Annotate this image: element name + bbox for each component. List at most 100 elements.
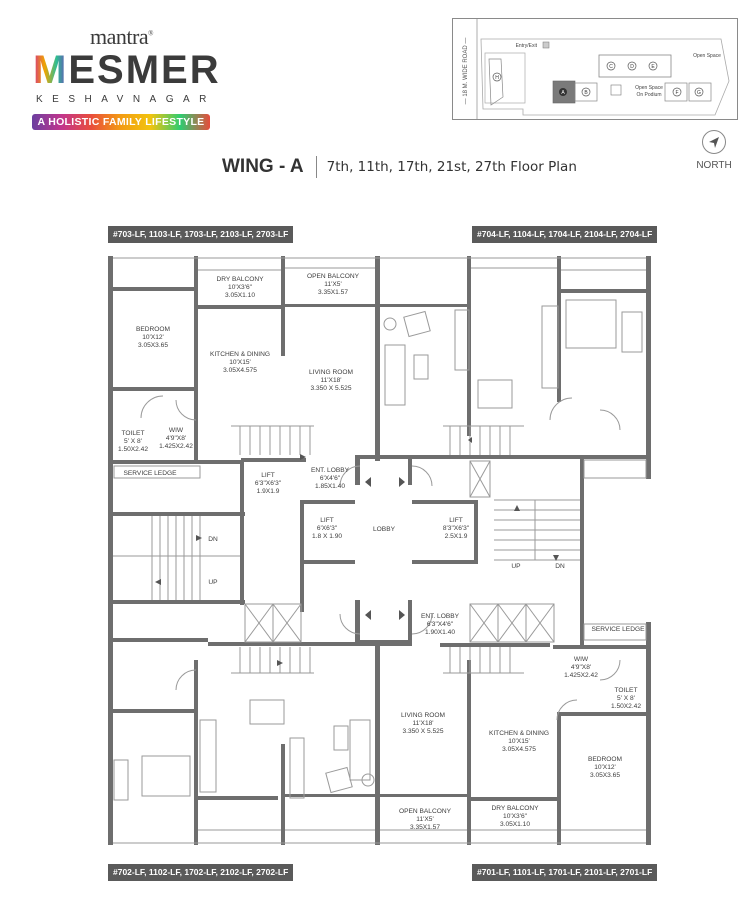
direction-arrows: [155, 437, 559, 666]
unit-tag-bottom-left: #702-LF, 1102-LF, 1702-LF, 2102-LF, 2702…: [108, 864, 294, 881]
svg-text:E: E: [651, 64, 655, 70]
svg-text:Open Space: Open Space: [693, 53, 721, 59]
unit-tag-bottom-right: #701-LF, 1101-LF, 1701-LF, 2101-LF, 2701…: [472, 864, 658, 881]
brand-tagline: A HOLISTIC FAMILY LIFESTYLE: [32, 114, 210, 130]
svg-text:BEDROOM: BEDROOM: [588, 756, 622, 763]
room-br-dry-balcony: DRY BALCONY 10'X3'6" 3.05X1.10: [491, 805, 539, 828]
svg-text:10'X3'6": 10'X3'6": [503, 813, 528, 820]
stair-right: [494, 499, 580, 561]
compass-label: NORTH: [696, 160, 732, 171]
svg-text:3.05X4.575: 3.05X4.575: [502, 746, 536, 753]
svg-text:4'9"X8': 4'9"X8': [166, 435, 186, 442]
svg-text:ENT. LOBBY: ENT. LOBBY: [311, 467, 350, 474]
svg-text:5' X 8': 5' X 8': [617, 695, 635, 702]
svg-text:WIW: WIW: [169, 427, 184, 434]
key-plan: — 18 M. WIDE ROAD — H Entry/Exit C D E A…: [452, 18, 738, 120]
svg-text:F: F: [675, 90, 678, 96]
svg-text:1.50X2.42: 1.50X2.42: [118, 446, 148, 453]
svg-text:5' X 8': 5' X 8': [124, 438, 142, 445]
room-br-living: LIVING ROOM 11'X18' 3.350 X 5.525: [401, 712, 445, 735]
svg-text:H: H: [495, 75, 499, 81]
unit-tag-top-left: #703-LF, 1103-LF, 1703-LF, 2103-LF, 2703…: [108, 226, 294, 243]
brand-m-mark: M: [33, 48, 69, 92]
svg-text:DRY BALCONY: DRY BALCONY: [491, 805, 539, 812]
svg-text:3.350 X 5.525: 3.350 X 5.525: [402, 728, 443, 735]
room-ent-lobby-bottom: ENT. LOBBY 6'3"X4'6" 1.90X1.40: [421, 613, 460, 636]
wing-title: WING - A: [222, 156, 304, 177]
svg-text:LIVING ROOM: LIVING ROOM: [309, 369, 353, 376]
svg-text:Open Space: Open Space: [635, 85, 663, 91]
room-lift-1: LIFT 6'3"X6'3" 1.9X1.9: [255, 472, 282, 495]
svg-text:6'X6'3": 6'X6'3": [317, 525, 338, 532]
svg-text:KITCHEN & DINING: KITCHEN & DINING: [210, 351, 270, 358]
room-tl-living: LIVING ROOM 11'X18' 3.350 X 5.525: [309, 369, 353, 392]
floor-plan-title: 7th, 11th, 17th, 21st, 27th Floor Plan: [326, 159, 577, 175]
svg-text:TOILET: TOILET: [615, 687, 638, 694]
room-br-open-balcony: OPEN BALCONY 11'X5' 3.35X1.57: [399, 808, 452, 831]
stair-left-up-label: UP: [208, 579, 218, 586]
unit-tag-top-right: #704-LF, 1104-LF, 1704-LF, 2104-LF, 2704…: [472, 226, 658, 243]
room-br-bedroom: BEDROOM 10'X12' 3.05X3.65: [588, 756, 622, 779]
svg-text:10'X12': 10'X12': [594, 764, 616, 771]
plan-title: WING - A 7th, 11th, 17th, 21st, 27th Flo…: [222, 156, 577, 178]
title-divider: [315, 156, 317, 178]
thin-lines: [113, 257, 647, 844]
svg-text:TOILET: TOILET: [122, 430, 145, 437]
brand-location: KESHAVNAGAR: [36, 94, 216, 105]
room-tl-wiw: WIW 4'9"X8' 1.425X2.42: [159, 427, 193, 450]
svg-text:10'X12': 10'X12': [142, 334, 164, 341]
svg-text:3.05X1.10: 3.05X1.10: [225, 292, 255, 299]
svg-text:11'X5': 11'X5': [416, 816, 433, 823]
svg-text:1.85X1.40: 1.85X1.40: [315, 483, 345, 490]
svg-text:6'3"X4'6": 6'3"X4'6": [427, 621, 454, 628]
svg-text:1.50X2.42: 1.50X2.42: [611, 703, 641, 710]
svg-text:1.9X1.9: 1.9X1.9: [257, 488, 280, 495]
svg-text:KITCHEN & DINING: KITCHEN & DINING: [489, 730, 549, 737]
svg-text:1.90X1.40: 1.90X1.40: [425, 629, 455, 636]
room-tl-bedroom: BEDROOM 10'X12' 3.05X3.65: [136, 326, 170, 349]
room-br-kitchen: KITCHEN & DINING 10'X15' 3.05X4.575: [489, 730, 549, 753]
compass: NORTH: [694, 130, 734, 171]
room-labels: DRY BALCONY 10'X3'6" 3.05X1.10 OPEN BALC…: [118, 273, 645, 831]
svg-text:11'X18': 11'X18': [320, 377, 341, 384]
svg-text:6'X4'6": 6'X4'6": [320, 475, 341, 482]
svg-text:WIW: WIW: [574, 656, 589, 663]
stair-right-up-label: UP: [511, 563, 521, 570]
svg-text:1.8 X 1.90: 1.8 X 1.90: [312, 533, 342, 540]
room-tl-service-ledge: SERVICE LEDGE: [123, 470, 177, 477]
room-lift-3: LIFT 8'3"X6'3" 2.5X1.9: [443, 517, 470, 540]
road-label: — 18 M. WIDE ROAD —: [463, 38, 469, 105]
room-tl-open-balcony: OPEN BALCONY 11'X5' 3.35X1.57: [307, 273, 360, 296]
svg-text:3.35X1.57: 3.35X1.57: [410, 824, 440, 831]
svg-text:8'3"X6'3": 8'3"X6'3": [443, 525, 470, 532]
svg-text:1.425X2.42: 1.425X2.42: [564, 672, 598, 679]
room-lift-2: LIFT 6'X6'3" 1.8 X 1.90: [312, 517, 342, 540]
entry-label: Entry/Exit: [516, 43, 538, 49]
svg-text:OPEN BALCONY: OPEN BALCONY: [399, 808, 452, 815]
brand-parent: mantra®: [90, 24, 153, 49]
room-br-wiw: WIW 4'9"X8' 1.425X2.42: [564, 656, 598, 679]
room-br-toilet: TOILET 5' X 8' 1.50X2.42: [611, 687, 641, 710]
stair-left: [151, 516, 201, 600]
room-lobby: LOBBY: [373, 526, 396, 533]
svg-text:OPEN BALCONY: OPEN BALCONY: [307, 273, 360, 280]
room-ent-lobby-top: ENT. LOBBY 6'X4'6" 1.85X1.40: [311, 467, 350, 490]
svg-text:4'9"X8': 4'9"X8': [571, 664, 591, 671]
svg-text:3.05X4.575: 3.05X4.575: [223, 367, 257, 374]
svg-text:3.350 X 5.525: 3.350 X 5.525: [310, 385, 351, 392]
stair-bottom-unit: [231, 647, 524, 674]
svg-text:3.05X3.65: 3.05X3.65: [590, 772, 620, 779]
svg-text:LIFT: LIFT: [261, 472, 275, 479]
brand-name: MESMER: [33, 48, 221, 92]
svg-text:2.5X1.9: 2.5X1.9: [445, 533, 468, 540]
shafts: [244, 460, 555, 643]
svg-text:10'X3'6": 10'X3'6": [228, 284, 253, 291]
stair-right-dn-label: DN: [555, 563, 565, 570]
stair-top-unit: [231, 425, 524, 455]
svg-text:ENT. LOBBY: ENT. LOBBY: [421, 613, 460, 620]
svg-text:B: B: [584, 90, 588, 96]
svg-text:LIVING ROOM: LIVING ROOM: [401, 712, 445, 719]
svg-text:11'X5': 11'X5': [324, 281, 341, 288]
svg-text:3.35X1.57: 3.35X1.57: [318, 289, 348, 296]
